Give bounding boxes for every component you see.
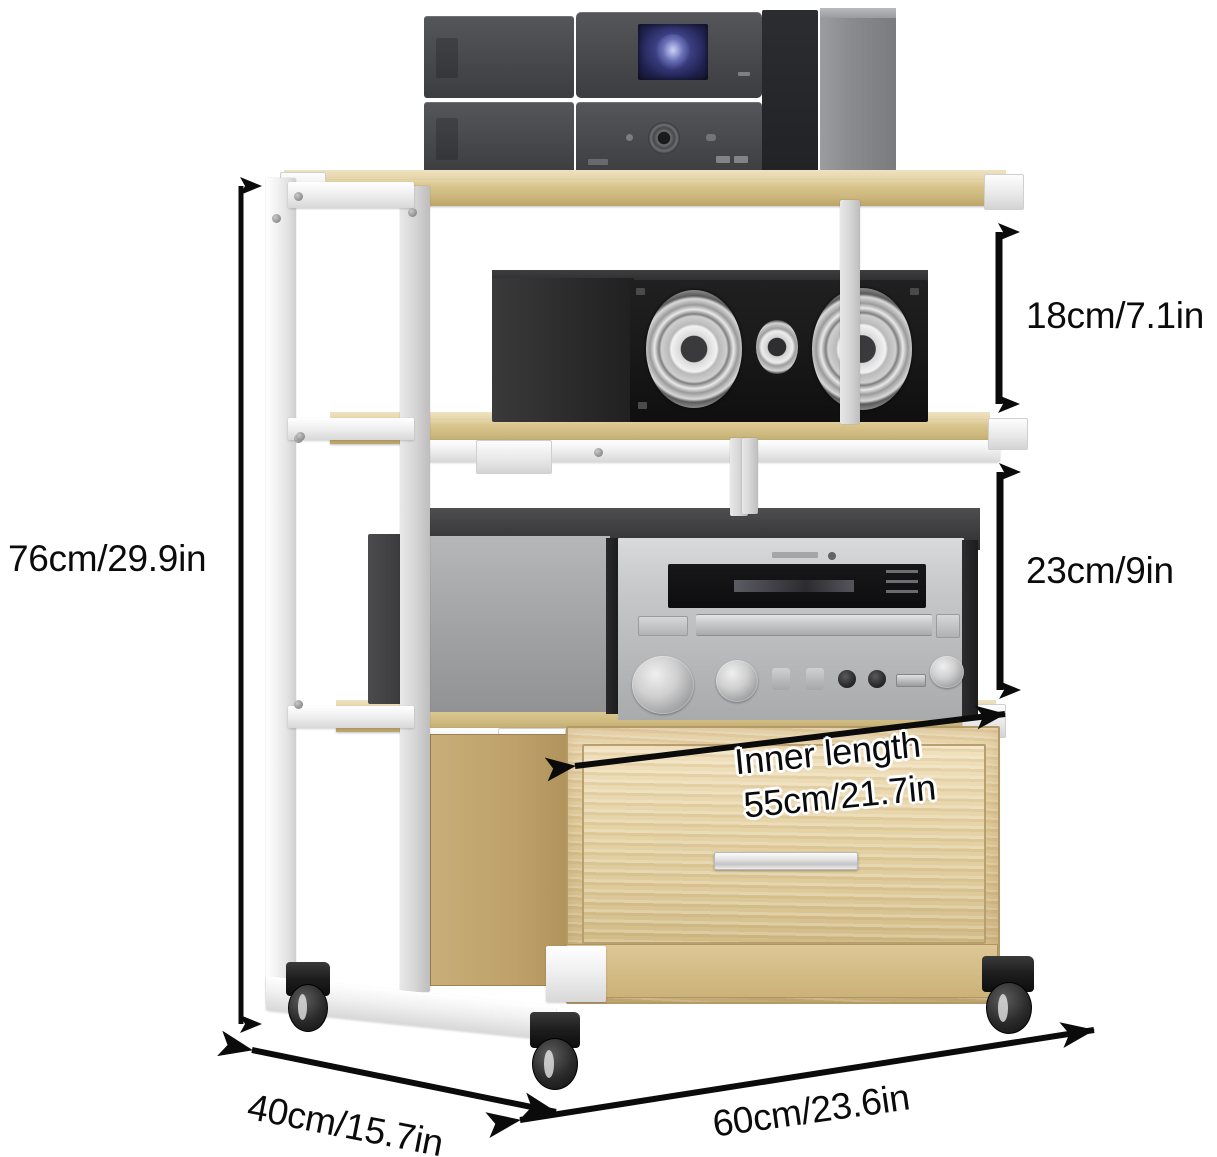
caster-rear-left-highlight [298,994,307,1020]
receiver-jack-2 [868,670,886,688]
stereo-cd-tray-icon [648,122,680,154]
frame-post-center-support [742,438,758,514]
receiver-button-2 [806,668,824,690]
receiver-volume-knob [632,656,694,714]
receiver-left-edge-trim [606,538,620,714]
top-shelf-cap-right [984,174,1024,210]
stereo-lower-btn-d [734,156,748,163]
frame-top-left-connector [288,182,414,208]
stereo-right-speaker-bevel [820,8,896,18]
frame-bottom-left-connector [288,706,414,728]
stereo-left-lower-module [424,102,574,174]
frame-base-front [546,946,606,1002]
speaker-corner-screw-bl [638,402,647,409]
caster-rear-right-body [756,938,790,962]
stereo-right-speaker [820,8,896,176]
drawer-plinth [566,944,998,998]
frame-screw-5 [296,432,305,441]
height-dimension-label: 76cm/29.9in [8,538,207,579]
stereo-lower-btn-a [626,134,633,141]
drawer-handle [714,852,858,870]
frame-post-front-left [400,186,430,992]
frame-screw-1 [294,192,303,201]
receiver-button-1 [772,668,790,690]
middle-shelf-front-rail [420,440,1000,462]
frame-mid-left-connector [288,418,414,440]
frame-post-rear-right-upper [840,200,860,424]
speaker-tweeter-center [756,320,798,374]
receiver-right-edge-trim [962,540,978,718]
frame-screw-4 [294,700,303,709]
stereo-left-lower-inset [436,118,458,160]
caster-rear-left [284,962,340,1034]
speaker-woofer-right [812,288,912,410]
speaker-woofer-left [646,290,742,408]
speaker-corner-screw-tl [636,288,645,295]
receiver-display-indicators [886,570,918,600]
speaker-left-side-panel [492,278,634,422]
receiver-display-text [734,580,854,592]
receiver-jack-1 [838,670,856,688]
caster-rear-left-wheel [288,984,328,1032]
middle-shelf-cap-left [476,440,552,474]
stereo-lower-label [588,159,608,165]
receiver-tuning-knob [716,660,758,702]
caster-front-right [978,956,1044,1036]
stereo-display-glow [656,34,690,70]
receiver-brand-mark [772,552,818,558]
top-shelf-surface [284,170,1006,182]
drawer-left-side-panel [430,734,580,986]
middle-gap-dimension-label: 23cm/9in [1026,550,1174,591]
middle-shelf-cap-right [988,418,1028,450]
stereo-left-upper-module [424,16,574,98]
frame-post-rear-left [266,178,296,1006]
stereo-lower-btn-c [716,156,730,163]
caster-front-left-wheel [532,1038,578,1090]
frame-screw-6 [408,208,417,217]
caster-front-right-wheel [986,982,1032,1034]
receiver-cd-slot [696,614,932,636]
frame-screw-2 [272,214,281,223]
caster-front-left-highlight [544,1050,554,1078]
cd-receiver [424,508,980,720]
receiver-left-side-panel [424,536,610,712]
caster-front-right-highlight [998,994,1008,1022]
receiver-slot-right-button [936,614,960,638]
middle-shelf-screw [594,448,603,457]
top-gap-dimension-label: 18cm/7.1in [1026,295,1204,336]
stereo-left-upper-inset [436,38,458,78]
stereo-system [416,4,916,176]
stereo-dark-column [762,10,818,176]
receiver-led [828,552,836,560]
stereo-lower-btn-b [706,134,716,141]
receiver-power-knob [930,656,964,688]
stereo-upper-indicator [738,72,750,76]
receiver-usb-port [896,674,926,687]
center-channel-speaker [492,270,928,422]
receiver-slot-left-button [638,616,688,636]
caster-front-left [526,1012,592,1092]
speaker-corner-screw-tr [910,288,919,295]
